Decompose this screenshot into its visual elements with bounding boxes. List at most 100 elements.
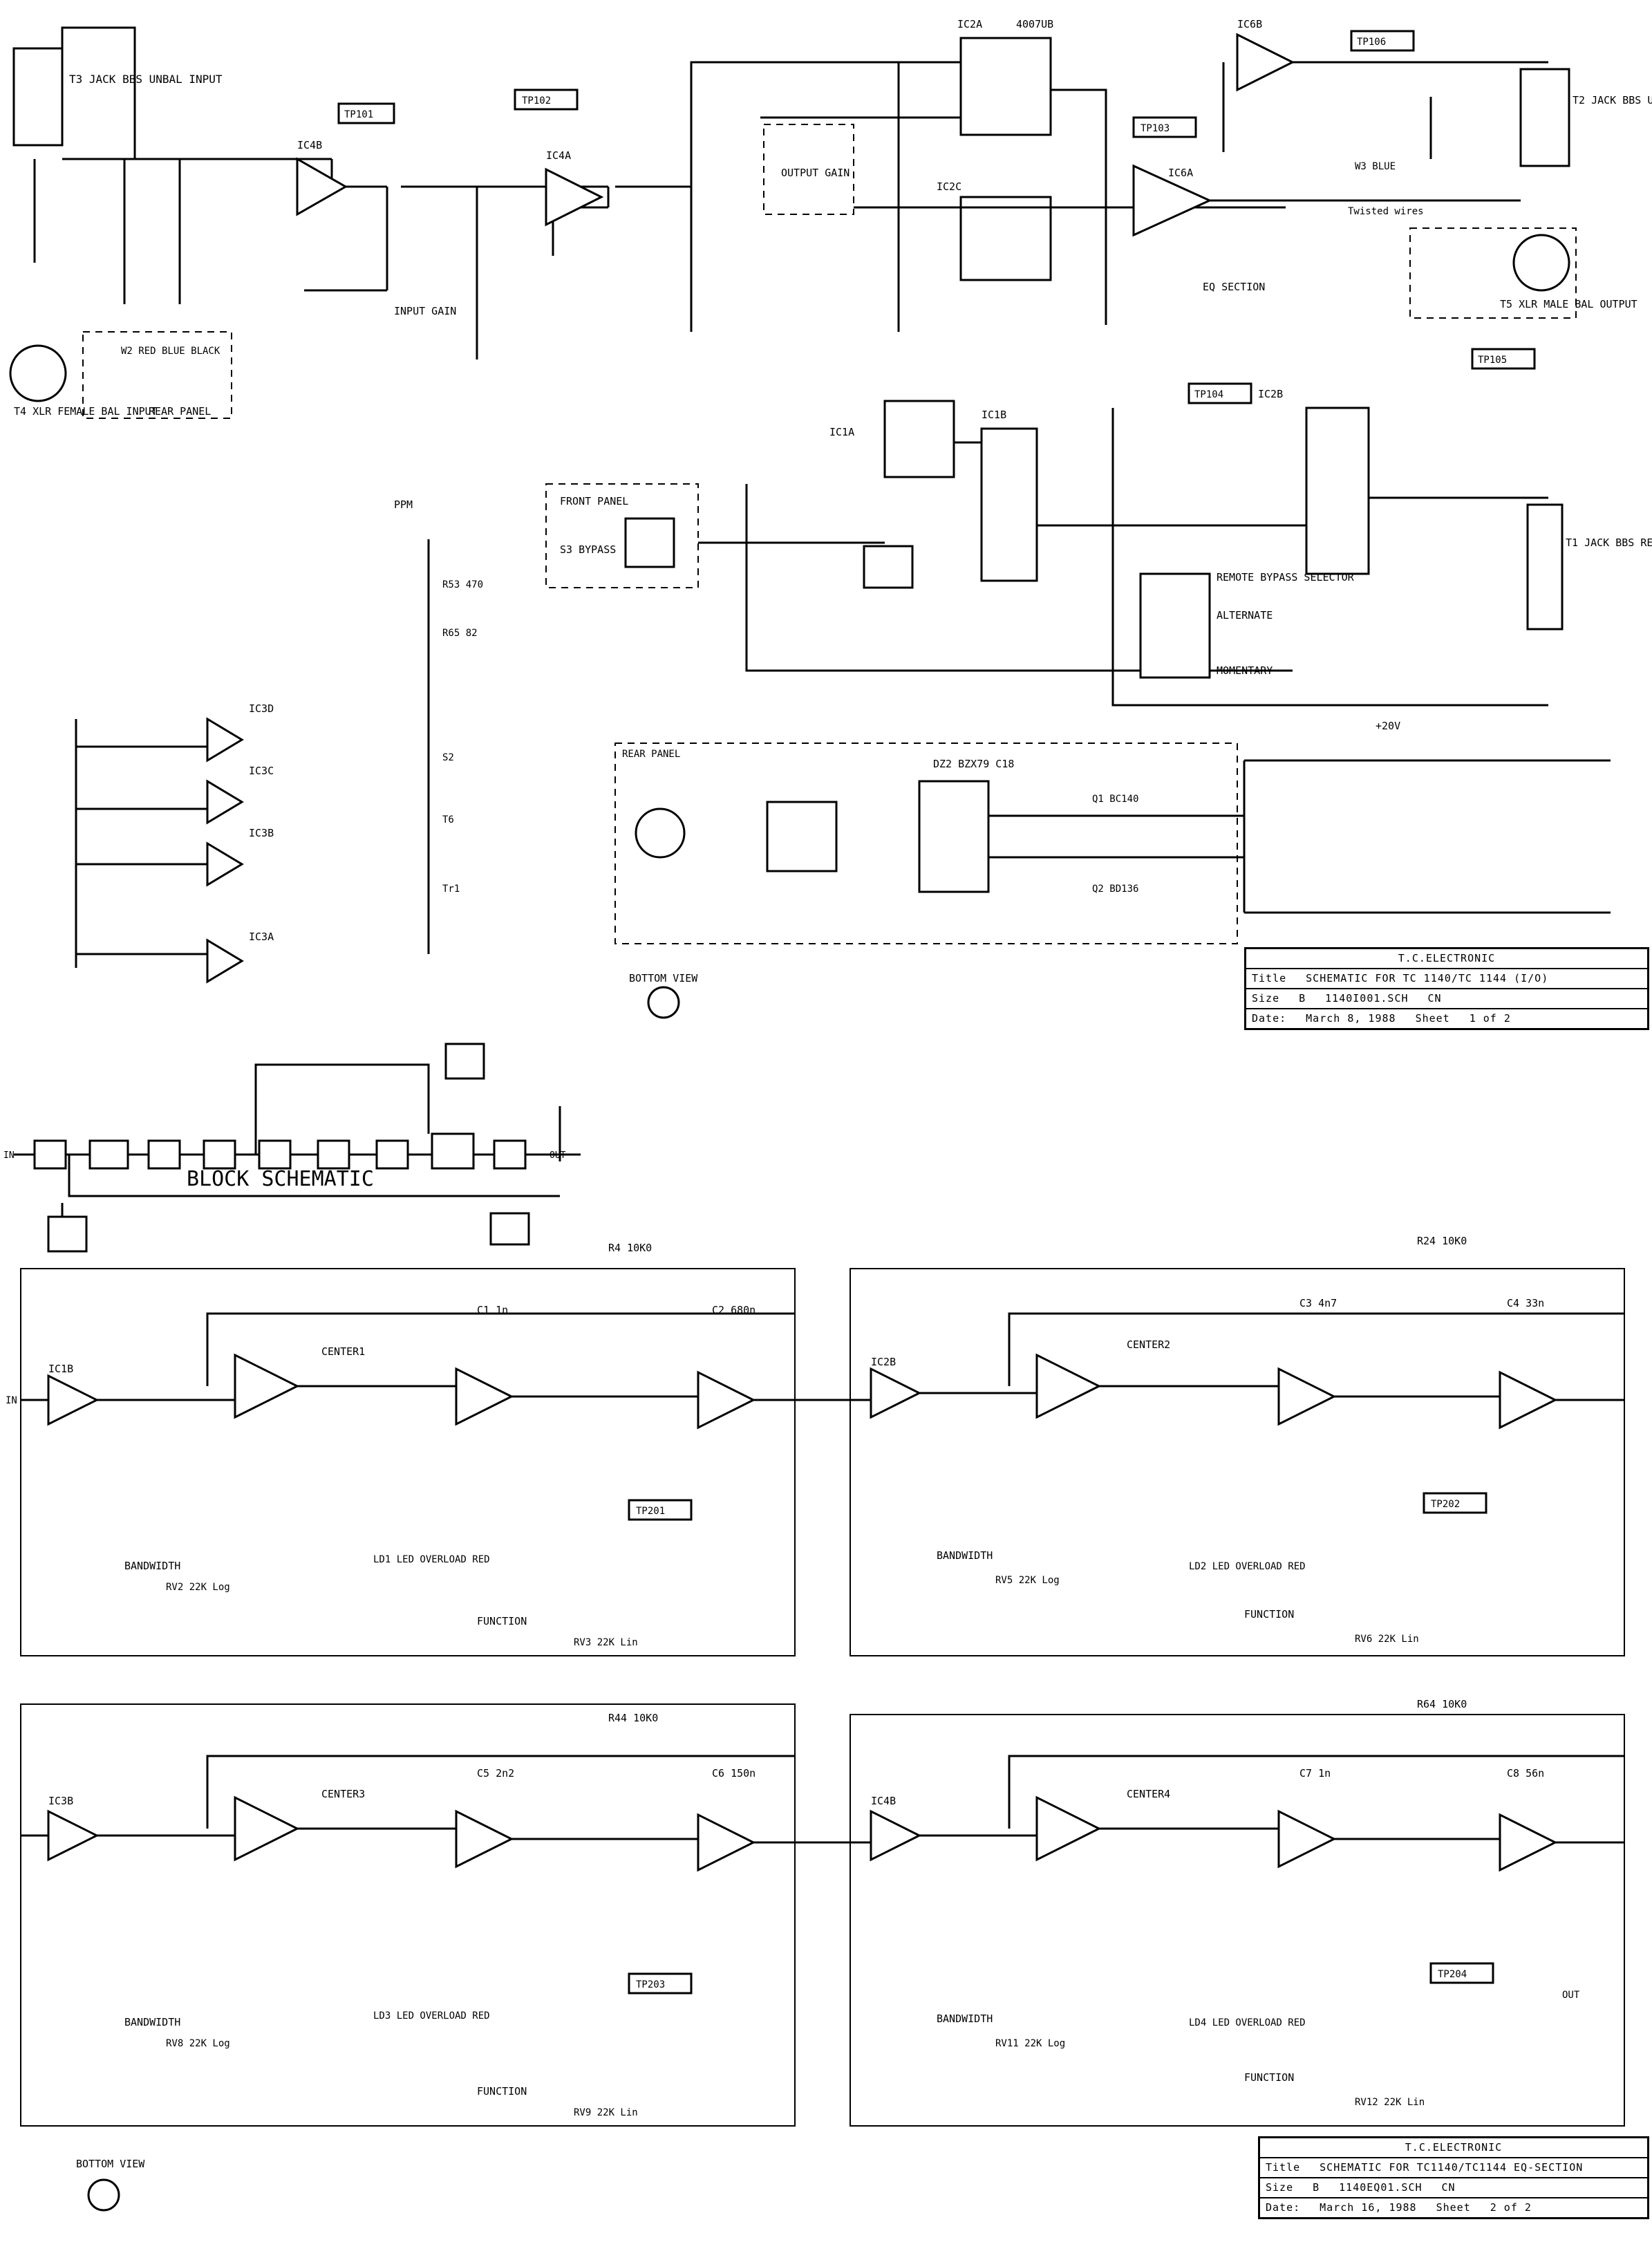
- band1-bw-pot: RV2 22K Log: [166, 1582, 230, 1593]
- ic1a: [883, 400, 955, 478]
- tb1-title: SCHEMATIC FOR TC 1140/TC 1144 (I/O): [1306, 972, 1549, 984]
- ic1a-label: IC1A: [829, 426, 854, 438]
- voltage-selector-s2[interactable]: [766, 801, 838, 872]
- tb2-rev: CN: [1441, 2181, 1456, 2194]
- rear-panel-box-in: [82, 331, 232, 419]
- eq-in-label: IN: [6, 1395, 17, 1406]
- opamp-ic1c: [455, 1367, 514, 1426]
- comparator-ic3a: [206, 938, 244, 984]
- band4-bandwidth-label: BANDWIDTH: [937, 2012, 993, 2025]
- band3-gain-resistor: R44 10K0: [608, 1712, 658, 1724]
- ic2b-label: IC2B: [1258, 388, 1283, 400]
- tb1-title-label: Title: [1252, 972, 1287, 984]
- tb1-sheet: 1 of 2: [1469, 1012, 1511, 1025]
- rear-panel-box-out: [1409, 227, 1577, 319]
- tb2-docnum: 1140EQ01.SCH: [1339, 2181, 1423, 2194]
- tp105-label: TP105: [1478, 355, 1507, 366]
- tp104: [1188, 382, 1252, 404]
- xlr-t5: [1512, 234, 1570, 292]
- bypass-switch-label: S3 BYPASS: [560, 543, 616, 556]
- jack-t3: [12, 47, 64, 147]
- opamp-ic6b: [1236, 32, 1295, 92]
- switch-ic2a: [959, 37, 1052, 136]
- tb1-docnum: 1140I001.SCH: [1325, 992, 1409, 1005]
- output-gain-label: EQ SECTION: [1203, 281, 1265, 293]
- band3-c2: C6 150n: [712, 1767, 755, 1780]
- bottom-view-1-title: BOTTOM VIEW: [629, 972, 698, 984]
- tp203: [628, 1972, 693, 1995]
- ic1b-label: IC1B: [982, 409, 1006, 421]
- band4-bw-pot: RV11 22K Log: [995, 2038, 1065, 2049]
- block-power-supply: [489, 1212, 530, 1246]
- fuse2-label: Q2 BD136: [1092, 884, 1138, 895]
- opamp-ic4c: [1277, 1809, 1337, 1869]
- tp101-label: TP101: [344, 109, 373, 120]
- tp203-label: TP203: [636, 1979, 665, 1990]
- band1-center-label: CENTER1: [321, 1345, 365, 1358]
- band2-led: LD2 LED OVERLOAD RED: [1189, 1561, 1306, 1572]
- tb1-rev: CN: [1427, 992, 1442, 1005]
- band3-stage-label: IC3B: [48, 1795, 73, 1807]
- tb2-size-label: Size: [1266, 2181, 1294, 2194]
- band2-function-label: FUNCTION: [1244, 1608, 1294, 1621]
- eq-out-label: OUT: [1562, 1990, 1580, 2001]
- band4-c1: C7 1n: [1299, 1767, 1331, 1780]
- led2-label: Tr1: [442, 884, 460, 895]
- fuse1-label: Q1 BC140: [1092, 794, 1138, 805]
- comparator-ic3b: [206, 841, 244, 887]
- band3-func-pot: RV9 22K Lin: [574, 2107, 638, 2118]
- opamp-ic4d: [1499, 1813, 1558, 1872]
- transistor-pinout-2: [87, 2178, 120, 2212]
- band3-bandwidth-label: BANDWIDTH: [124, 2016, 180, 2028]
- block-eq-match: [147, 1139, 181, 1170]
- ic1b: [980, 427, 1038, 582]
- block-output: [493, 1139, 527, 1170]
- title-block-sheet1: T.C.ELECTRONIC Title SCHEMATIC FOR TC 114…: [1244, 947, 1649, 1030]
- ic2b: [1305, 407, 1370, 575]
- led6-label: R65 82: [442, 628, 478, 639]
- opamp-ic2b: [870, 1367, 922, 1419]
- band4-led: LD4 LED OVERLOAD RED: [1189, 2017, 1306, 2028]
- block-ppm: [47, 1215, 88, 1253]
- selector-s1[interactable]: [1139, 572, 1211, 679]
- band1-function-label: FUNCTION: [477, 1615, 527, 1627]
- band2-gain-resistor: R24 10K0: [1417, 1235, 1467, 1247]
- band3-bw-pot: RV8 22K Log: [166, 2038, 230, 2049]
- xlr-t5-label: T5 XLR MALE BAL OUTPUT: [1500, 298, 1637, 310]
- block-out-label: OUT: [550, 1150, 566, 1161]
- tb2-sheet-label: Sheet: [1436, 2201, 1471, 2214]
- band3-center-label: CENTER3: [321, 1788, 365, 1800]
- ic2a-label: IC2A: [957, 18, 982, 30]
- tp101: [337, 102, 395, 124]
- band4-stage-label: IC4B: [871, 1795, 896, 1807]
- band1-c1: C1 1n: [477, 1304, 508, 1316]
- tb1-date-label: Date:: [1252, 1012, 1287, 1025]
- eq-section-label: OUTPUT GAIN: [781, 167, 850, 179]
- tp106-label: TP106: [1357, 37, 1386, 48]
- led4-label: S2: [442, 752, 454, 763]
- eq-sections: IC1B CENTER1 R4 10K0 C1 1n C2 680n BANDW…: [6, 1235, 1625, 2212]
- jack-t3-label: T3 JACK BBS UNBAL INPUT: [69, 73, 223, 86]
- ic6a-label: IC6A: [1168, 167, 1193, 179]
- switch-s3[interactable]: [624, 517, 675, 568]
- opamp-ic6a: [1132, 164, 1212, 237]
- tb2-sheet: 2 of 2: [1490, 2201, 1532, 2214]
- opamp-ic3a: [234, 1795, 300, 1862]
- transistor-pinout-1: [647, 986, 680, 1019]
- band3-function-label: FUNCTION: [477, 2085, 527, 2098]
- jack-t2: [1519, 68, 1570, 167]
- tb1-company: T.C.ELECTRONIC: [1398, 952, 1496, 964]
- tb2-size: B: [1313, 2181, 1320, 2194]
- tb2-title-label: Title: [1266, 2161, 1301, 2174]
- jack-t1: [1526, 503, 1564, 631]
- momentary-label: MOMENTARY: [1217, 664, 1273, 677]
- block-preamp: [33, 1139, 67, 1170]
- psu-rear-panel-box: [614, 743, 1238, 944]
- band1-bandwidth-label: BANDWIDTH: [124, 1560, 180, 1572]
- band2-c1: C3 4n7: [1299, 1297, 1337, 1309]
- ic1c: [863, 545, 914, 589]
